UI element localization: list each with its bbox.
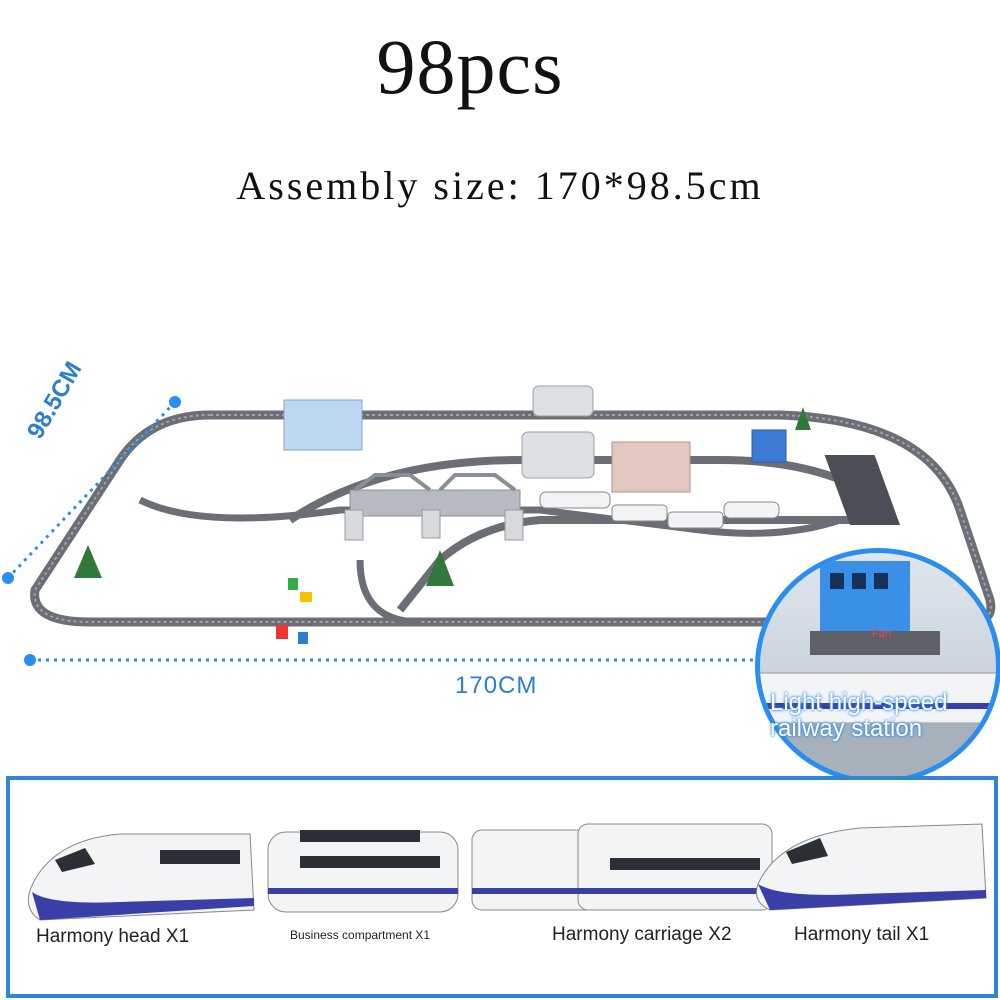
harmony-head-car xyxy=(27,833,255,921)
station-closeup-inset xyxy=(755,548,1000,784)
fan-label: Fan xyxy=(872,628,891,640)
harmony-tail-car xyxy=(756,823,987,911)
tree-icon xyxy=(795,407,811,430)
tree-icon xyxy=(74,545,102,578)
harmony-carriage-cars xyxy=(471,823,773,911)
station-right xyxy=(751,429,787,463)
train-cars-panel xyxy=(6,776,998,998)
car-label-carriage: Harmony carriage X2 xyxy=(552,924,732,945)
car-label-tail: Harmony tail X1 xyxy=(794,924,930,945)
pieces-count: 98pcs xyxy=(376,23,564,110)
train-on-track xyxy=(539,491,780,529)
width-dimension: 170CM xyxy=(455,672,538,699)
business-compartment-car xyxy=(267,830,459,913)
truss-bridge xyxy=(344,473,524,541)
station-caption: Light high-speed railway station xyxy=(770,689,948,742)
car-label-business: Business compartment X1 xyxy=(290,928,431,942)
apartment-block xyxy=(611,441,691,493)
assembly-size: Assembly size: 170*98.5cm xyxy=(236,163,764,208)
tree-icon xyxy=(426,550,454,586)
track-layout-image xyxy=(2,385,996,666)
car-label-head: Harmony head X1 xyxy=(36,926,190,947)
train-cars-image xyxy=(27,823,987,921)
station-mid xyxy=(521,431,595,479)
building-blue xyxy=(283,399,363,451)
station-top xyxy=(532,385,594,417)
